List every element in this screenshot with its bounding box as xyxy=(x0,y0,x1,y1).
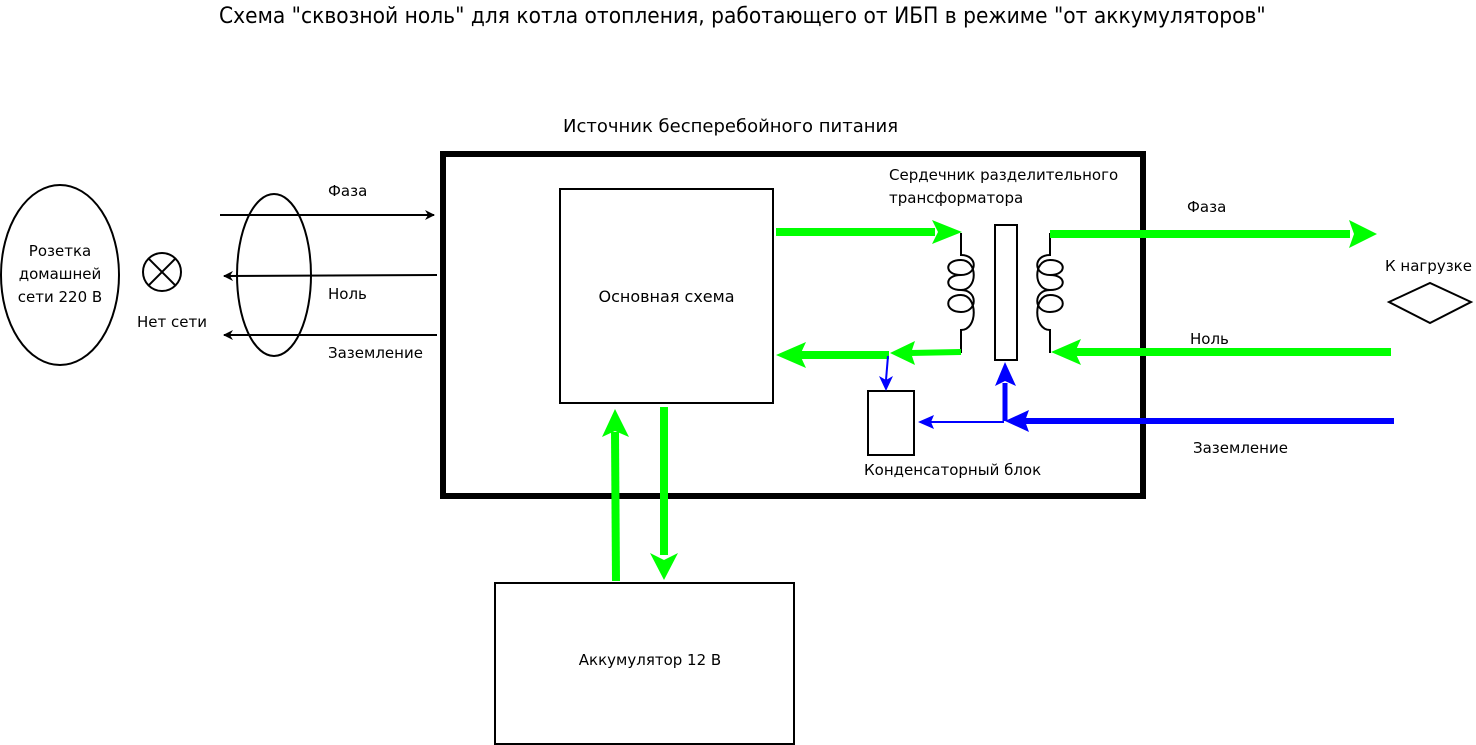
primary-coil xyxy=(947,233,975,353)
ground-to-capacitor xyxy=(918,415,1004,429)
battery-label: Аккумулятор 12 В xyxy=(578,651,722,669)
power-flow-battery-to-main xyxy=(602,409,629,582)
power-flow-main-to-battery xyxy=(650,407,678,580)
outlet-label-line2: домашней xyxy=(18,265,102,283)
load-label: К нагрузке xyxy=(1385,257,1472,275)
input-phase-label: Фаза xyxy=(328,182,368,200)
output-phase-label: Фаза xyxy=(1187,198,1227,216)
no-power-status: Нет сети xyxy=(137,313,207,331)
power-flow-main-to-transformer xyxy=(776,220,962,244)
diagram-title: Схема "сквозной ноль" для котла отоплени… xyxy=(219,4,1266,29)
ground-to-core xyxy=(995,362,1016,421)
outlet-label-line1: Розетка xyxy=(28,242,92,260)
input-neutral-label: Ноль xyxy=(328,285,367,303)
input-neutral-wire xyxy=(223,270,438,281)
secondary-coil xyxy=(1036,233,1064,353)
main-circuit-label: Основная схема xyxy=(598,287,735,306)
power-flow-output-phase xyxy=(1050,220,1377,248)
ground-output-line xyxy=(1005,410,1394,432)
transformer-label-line1: Сердечник разделительного xyxy=(889,166,1119,184)
input-ground-label: Заземление xyxy=(328,344,423,362)
power-flow-transformer-return xyxy=(776,341,962,368)
ups-frame xyxy=(440,151,1146,499)
main-circuit-box xyxy=(559,188,774,404)
output-ground-label: Заземление xyxy=(1193,439,1288,457)
outlet-label-line3: сети 220 В xyxy=(17,288,103,306)
battery-box xyxy=(494,582,795,745)
lamp-off-icon xyxy=(142,252,182,292)
output-neutral-label: Ноль xyxy=(1190,330,1229,348)
load-diamond xyxy=(1386,281,1474,325)
neutral-to-capacitor xyxy=(879,355,893,391)
capacitor-block-label: Конденсаторный блок xyxy=(864,461,1042,479)
capacitor-block xyxy=(867,390,915,456)
power-flow-output-neutral xyxy=(1051,339,1391,365)
outlet-shape xyxy=(0,184,120,366)
transformer-label-line2: трансформатора xyxy=(889,189,1024,207)
ups-label: Источник бесперебойного питания xyxy=(563,116,899,137)
transformer-core xyxy=(994,224,1018,361)
